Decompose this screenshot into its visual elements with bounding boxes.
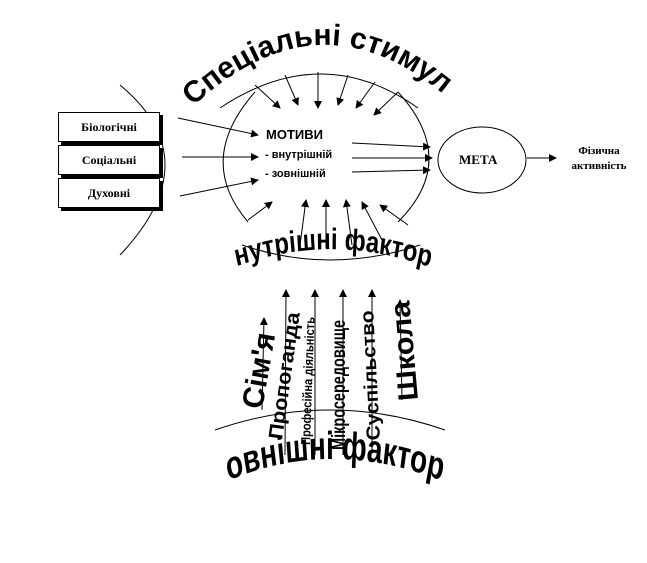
motives-circle-left-arc <box>222 91 256 223</box>
result-label-line2: активність <box>571 160 627 172</box>
result-label-line1: Фізична <box>578 145 620 157</box>
biological-box: Біологічні <box>58 112 160 142</box>
factor-microenvironment: Мікросередовище <box>329 320 350 450</box>
special-stimuli-arc <box>219 73 419 109</box>
left-input-arrows <box>177 117 259 197</box>
factor-profession: Професійна діяльність <box>298 317 317 445</box>
internal-factors-arrows <box>247 199 409 248</box>
motives-internal: - внутрішній <box>265 149 333 161</box>
factor-school: Школа <box>384 299 424 402</box>
spiritual-box: Духовні <box>58 178 160 208</box>
goal-ellipse <box>437 126 527 194</box>
special-stimuli-label: Спеціальні стимули <box>0 0 459 111</box>
special-stimuli-arrows <box>254 72 399 116</box>
goal-label: МЕТА <box>459 152 498 167</box>
factor-society: Суспільство <box>357 310 385 441</box>
external-factors-arc <box>214 409 446 431</box>
external-factors-arrows <box>259 289 405 456</box>
internal-factors-bottom-arc <box>241 244 421 261</box>
motives-to-goal-arrows <box>351 142 433 175</box>
left-input-arc <box>119 84 166 256</box>
motives-circle-right-arc <box>397 91 430 223</box>
motives-external: - зовнішній <box>265 168 326 180</box>
social-box: Соціальні <box>58 145 160 175</box>
motives-title: МОТИВИ <box>266 127 323 142</box>
